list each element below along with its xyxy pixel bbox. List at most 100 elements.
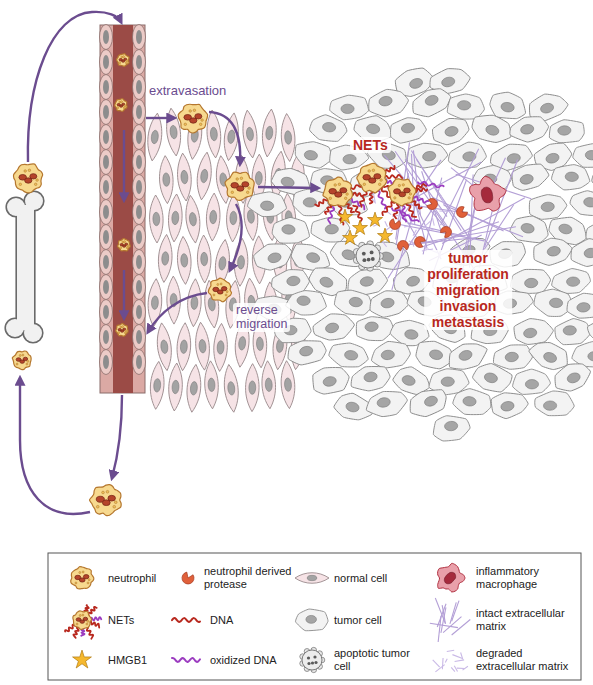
endothelial-nucleus — [103, 330, 109, 344]
neutrophil-body — [225, 172, 254, 200]
ecm-fiber — [422, 222, 499, 247]
granule — [199, 123, 202, 126]
protease-icon — [457, 206, 468, 217]
tumor-cell — [348, 362, 392, 394]
normal-cell-body — [167, 276, 181, 324]
ecm-fiber — [435, 598, 445, 623]
normal-cell-body — [295, 573, 329, 584]
normal-cell-nucleus — [180, 253, 188, 267]
tumor-cell — [490, 389, 531, 421]
endothelial-cell — [100, 250, 113, 275]
annotation-label: NETs — [350, 137, 391, 153]
granule — [329, 197, 332, 200]
tumor-cell-nucleus — [322, 375, 337, 387]
tumor-cell-nucleus — [306, 251, 321, 264]
tumor-cell-nucleus — [500, 400, 515, 412]
granule — [201, 119, 204, 122]
ecm-fragment — [442, 658, 444, 669]
normal-cell — [167, 276, 181, 324]
granule — [28, 169, 31, 172]
tumor-cell-nucleus — [267, 252, 282, 264]
granule — [121, 56, 123, 58]
normal-cell-nucleus — [151, 130, 159, 144]
ecm-fragment — [447, 650, 454, 651]
endothelial-cell — [100, 300, 113, 325]
normal-cell-nucleus — [256, 337, 264, 351]
granule — [380, 179, 383, 182]
tumor-cell — [430, 115, 471, 148]
oxidized-dna — [418, 182, 444, 188]
granule — [193, 109, 196, 112]
ecm-fragment — [413, 230, 416, 236]
endothelial-nucleus — [136, 230, 142, 244]
endothelial-nucleus — [136, 55, 142, 69]
endothelial-cell — [133, 200, 146, 225]
apoptotic-cell — [353, 241, 383, 271]
intact-ecm — [430, 598, 470, 642]
endothelial-cell — [100, 225, 113, 250]
tumor-cell-body — [334, 289, 374, 317]
neutrophil-body — [89, 485, 121, 516]
tumor-cell-nucleus — [299, 345, 314, 357]
granule — [102, 491, 105, 494]
tumor-cell-body — [405, 385, 450, 421]
tumor-cell — [330, 95, 369, 119]
endothelial-body — [133, 200, 146, 225]
tumor-cell-nucleus — [583, 197, 593, 208]
normal-cell-body — [213, 323, 228, 372]
normal-cell — [213, 323, 228, 372]
tumor-cell — [310, 363, 352, 396]
tumor-cell-nucleus — [429, 349, 444, 361]
tumor-cell-nucleus — [444, 125, 459, 137]
endothelial-cell — [133, 300, 146, 325]
granule — [120, 326, 122, 328]
tumor-cell-nucleus — [542, 351, 558, 364]
endothelial-body — [100, 225, 113, 250]
granule — [19, 183, 22, 186]
ecm-fragment — [457, 668, 465, 669]
endothelial-cell — [133, 325, 146, 350]
tumor-mass — [247, 63, 593, 442]
tumor-cell-body — [531, 235, 575, 268]
endothelial-body — [133, 275, 146, 300]
tumor-cell-nucleus — [349, 297, 363, 308]
granule — [122, 241, 124, 243]
protease-icon — [415, 236, 426, 247]
bone-part — [7, 198, 25, 216]
granule — [119, 101, 121, 103]
tumor-cell — [586, 315, 593, 345]
migration-arrow — [20, 378, 90, 514]
endothelial-body — [133, 325, 146, 350]
endothelial-cell — [133, 225, 146, 250]
neutrophil-icon — [116, 324, 128, 337]
tumor-cell-nucleus — [563, 325, 577, 335]
tumor-cell-body — [548, 119, 584, 144]
tumor-cell — [408, 84, 455, 121]
normal-cell-body — [260, 108, 278, 157]
annotation-label: extravasation — [146, 84, 229, 99]
normal-cell — [149, 361, 166, 410]
tumor-cell-nucleus — [457, 101, 470, 111]
protease-icon — [398, 241, 409, 251]
protease-icon — [427, 198, 438, 209]
apoptotic-body — [356, 244, 380, 268]
normal-cell-body — [176, 322, 192, 371]
granule — [96, 505, 99, 508]
tumor-cell-body — [247, 190, 288, 218]
normal-cell-body — [157, 234, 173, 283]
tumor-cell-nucleus — [520, 123, 535, 135]
tumor-cell-body — [367, 287, 410, 319]
tumor-cell-body — [513, 369, 551, 395]
normal-cell — [168, 363, 184, 412]
neutrophil-icon — [357, 163, 387, 192]
endothelial-nucleus — [103, 155, 109, 169]
tumor-cell — [447, 94, 484, 120]
endothelial-nucleus — [136, 280, 142, 294]
tumor-cell-body — [447, 94, 484, 120]
neutrophil-body — [115, 99, 127, 112]
oxidized-dna — [172, 658, 200, 662]
tumor-cell-nucleus — [458, 349, 474, 362]
fragment — [371, 257, 375, 261]
fragment — [370, 250, 374, 254]
granule — [24, 170, 27, 173]
